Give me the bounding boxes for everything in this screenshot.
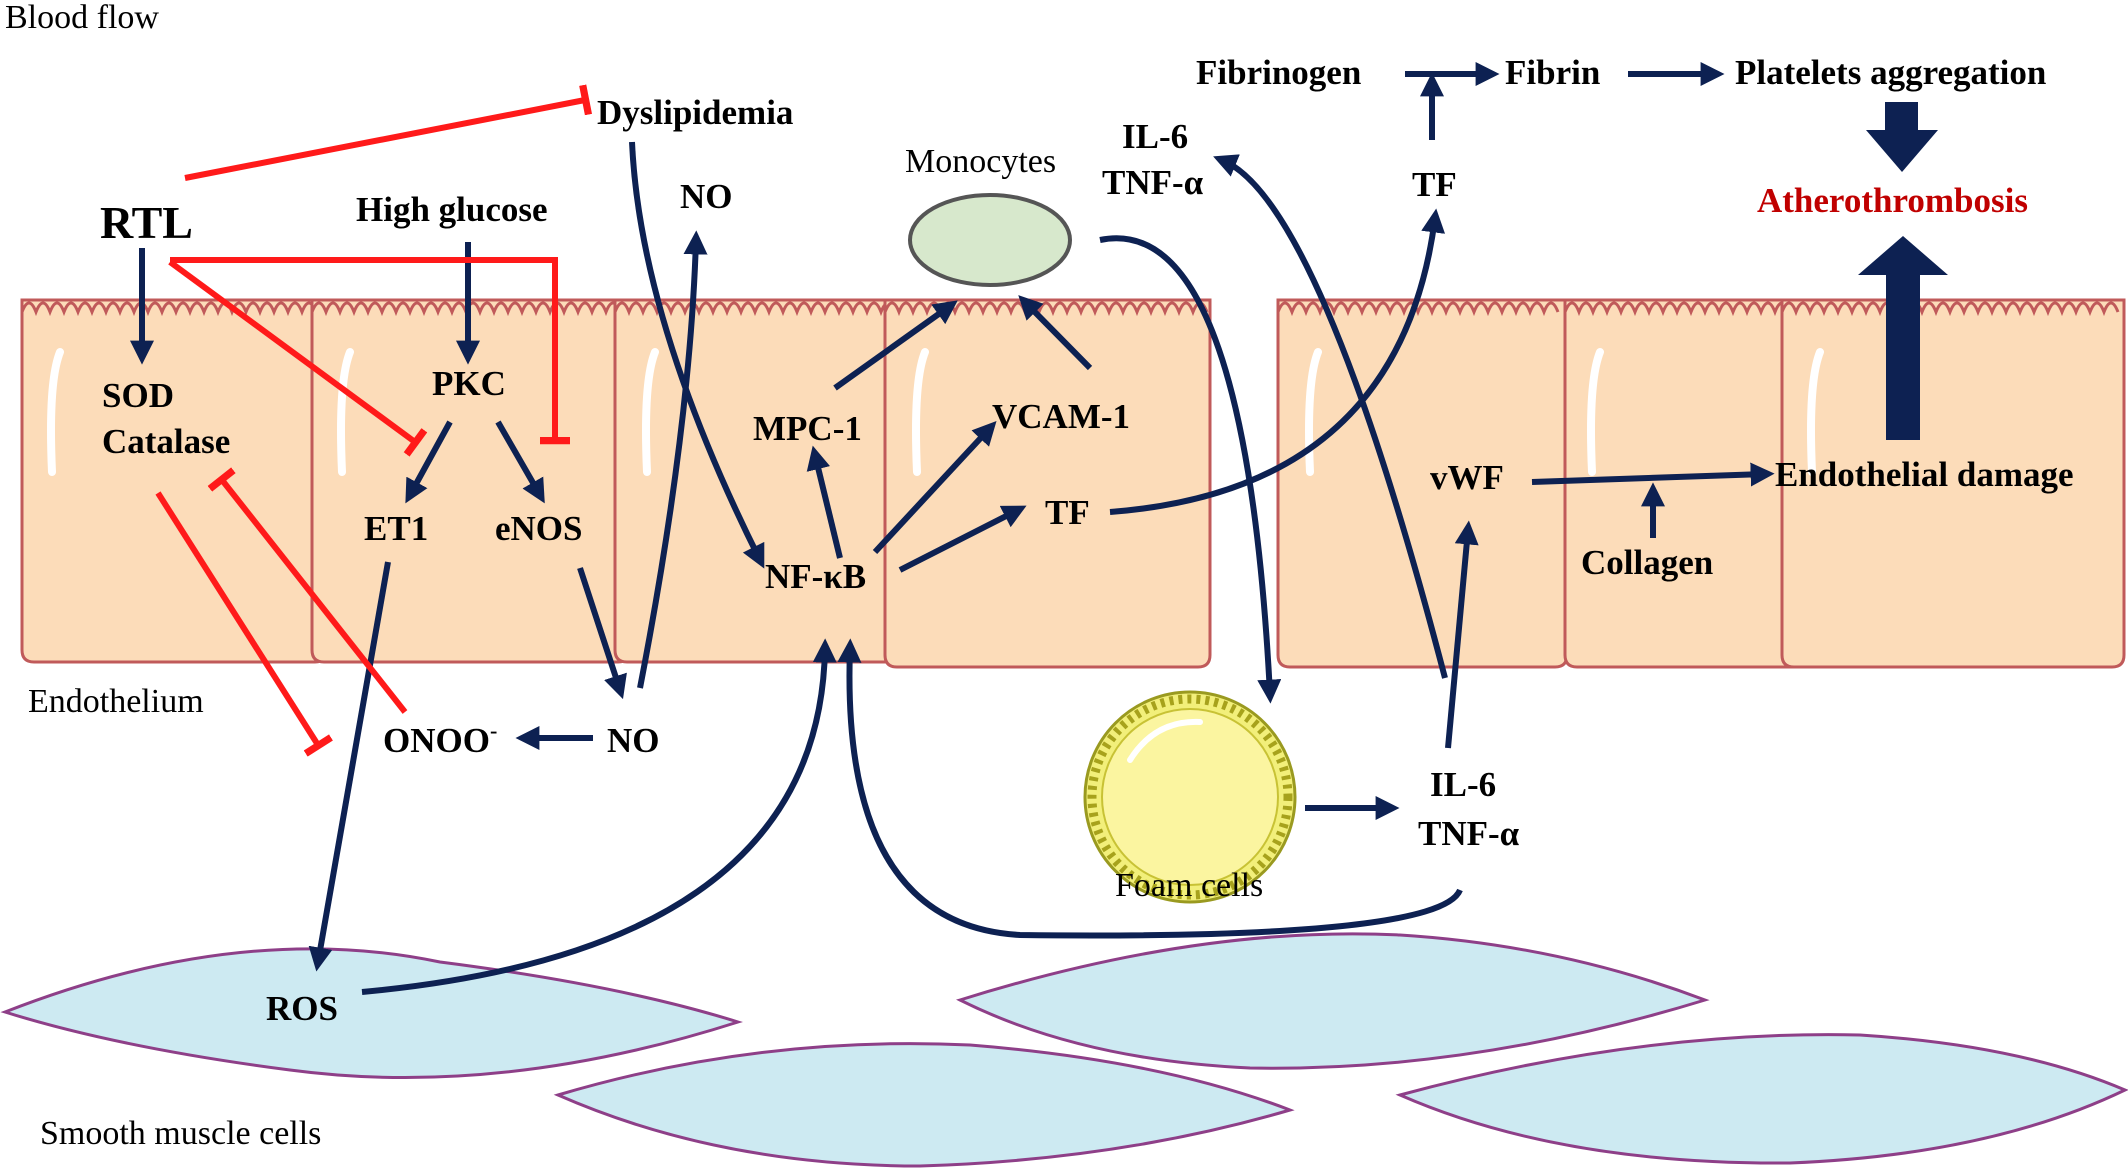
smooth-muscle-cell: [553, 1042, 1295, 1168]
node-endothelial-damage: Endothelial damage: [1775, 455, 2074, 494]
node-tf-right: TF: [1412, 165, 1457, 204]
node-collagen: Collagen: [1581, 543, 1713, 582]
node-onoo: ONOO-: [383, 718, 497, 760]
label-monocytes: Monocytes: [905, 143, 1056, 180]
node-vwf: vWF: [1430, 458, 1504, 497]
thick-arrows: [1858, 102, 1948, 440]
node-tnf-top: TNF-α: [1102, 163, 1204, 202]
activation-arrows: [130, 62, 1775, 995]
node-rtl: RTL: [100, 197, 193, 248]
node-no-top: NO: [680, 177, 733, 216]
monocyte-cell: [908, 193, 1072, 287]
node-et1: ET1: [364, 509, 428, 548]
node-dyslipidemia: Dyslipidemia: [597, 93, 793, 132]
smooth-muscle-cell: [0, 947, 743, 1080]
node-fibrinogen: Fibrinogen: [1196, 53, 1361, 92]
node-tf-mid: TF: [1045, 493, 1090, 532]
node-platelets-aggregation: Platelets aggregation: [1735, 53, 2046, 92]
node-vcam1: VCAM-1: [992, 397, 1130, 436]
up-arrow-to-atherothrombosis: [1858, 236, 1948, 440]
down-arrow-to-atherothrombosis: [1866, 102, 1938, 172]
node-atherothrombosis: Atherothrombosis: [1757, 181, 2028, 220]
smooth-muscle-cell-layer: [0, 932, 2128, 1168]
node-mpc1: MPC-1: [753, 409, 862, 448]
endothelial-cell: [1276, 298, 1569, 669]
endothelial-cell: [883, 298, 1212, 669]
node-no-mid: NO: [607, 721, 660, 760]
endothelial-cell: [310, 298, 632, 664]
inhibition-lines: [155, 84, 592, 757]
foam-cell: [1083, 690, 1297, 904]
endothelial-cell: [20, 298, 329, 664]
node-sod: SOD: [102, 376, 174, 415]
region-endothelium: Endothelium: [28, 683, 204, 720]
endothelial-cell: [613, 298, 911, 664]
node-il6-bottom: IL-6: [1430, 765, 1496, 804]
region-smooth-muscle: Smooth muscle cells: [40, 1115, 321, 1152]
region-blood-flow: Blood flow: [5, 0, 159, 36]
node-enos: eNOS: [495, 509, 583, 548]
node-catalase: Catalase: [102, 422, 230, 461]
node-tnf-bottom: TNF-α: [1418, 814, 1520, 853]
node-fibrin: Fibrin: [1505, 53, 1600, 92]
smooth-muscle-cell: [1395, 1033, 2128, 1165]
node-high-glucose: High glucose: [356, 190, 548, 229]
node-pkc: PKC: [432, 364, 506, 403]
node-il6-top: IL-6: [1122, 117, 1188, 156]
node-nfkb: NF-κB: [765, 557, 866, 596]
smooth-muscle-cell: [955, 932, 1710, 1070]
label-foam-cells: Foam cells: [1115, 867, 1263, 904]
endothelial-cell: [1780, 298, 2126, 669]
node-ros: ROS: [266, 989, 338, 1028]
